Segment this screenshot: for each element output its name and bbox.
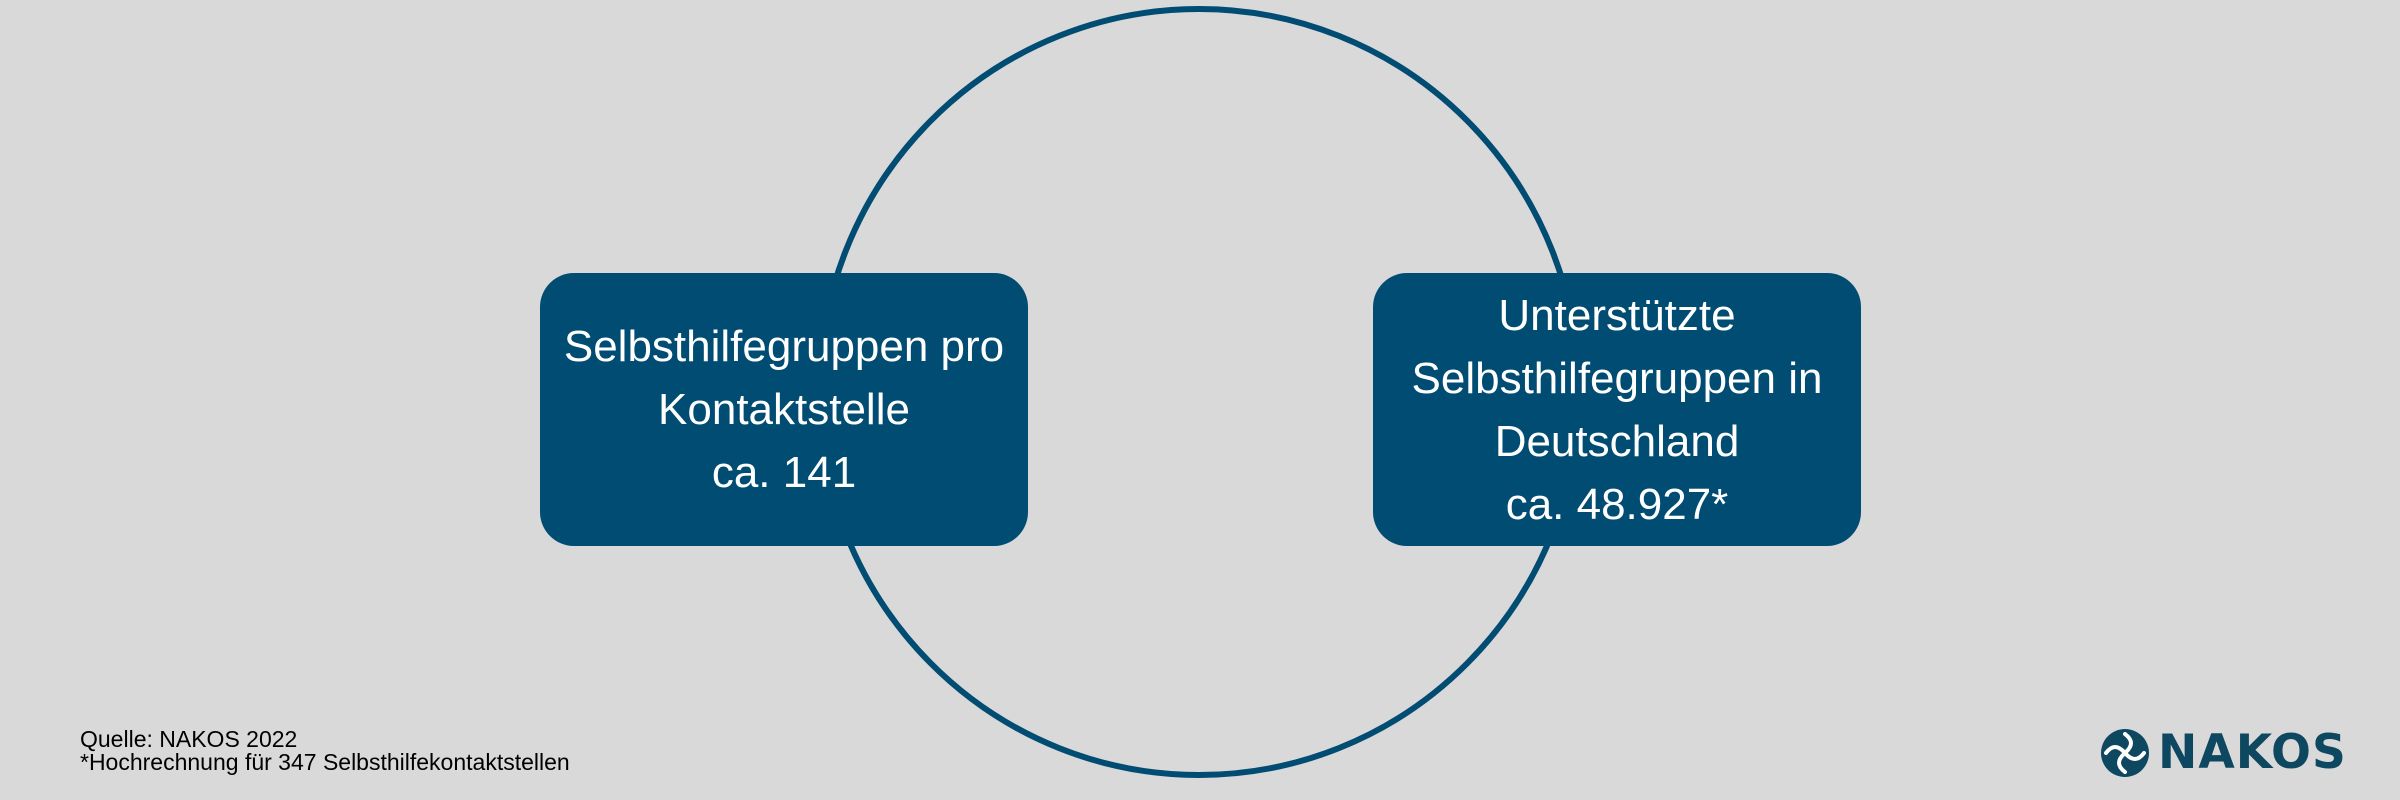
stat-label-line: Deutschland [1494, 416, 1740, 466]
source-footnote: Quelle: NAKOS 2022 *Hochrechnung für 347… [80, 728, 570, 774]
nakos-logo-icon [2101, 729, 2149, 777]
stat-label-line: Selbsthilfegruppen in [1411, 353, 1823, 403]
footnote-text: *Hochrechnung für 347 Selbsthilfekontakt… [80, 749, 570, 775]
stat-value: ca. 141 [711, 448, 857, 497]
logo-text: NAKOS [2158, 725, 2347, 780]
stat-box-supported-groups-germany: Unterstützte Selbsthilfegruppen in Deuts… [1373, 273, 1861, 546]
stat-label-line: Kontaktstelle [658, 385, 910, 434]
source-text: Quelle: NAKOS 2022 [80, 726, 298, 752]
stat-label-line: Unterstützte [1498, 290, 1736, 340]
stat-label-line: Selbsthilfegruppen pro [563, 322, 1005, 371]
stat-box-groups-per-contact-point: Selbsthilfegruppen pro Kontaktstelle ca.… [540, 273, 1028, 546]
stat-value: ca. 48.927* [1505, 479, 1729, 529]
nakos-logo: NAKOS [2100, 728, 2347, 778]
